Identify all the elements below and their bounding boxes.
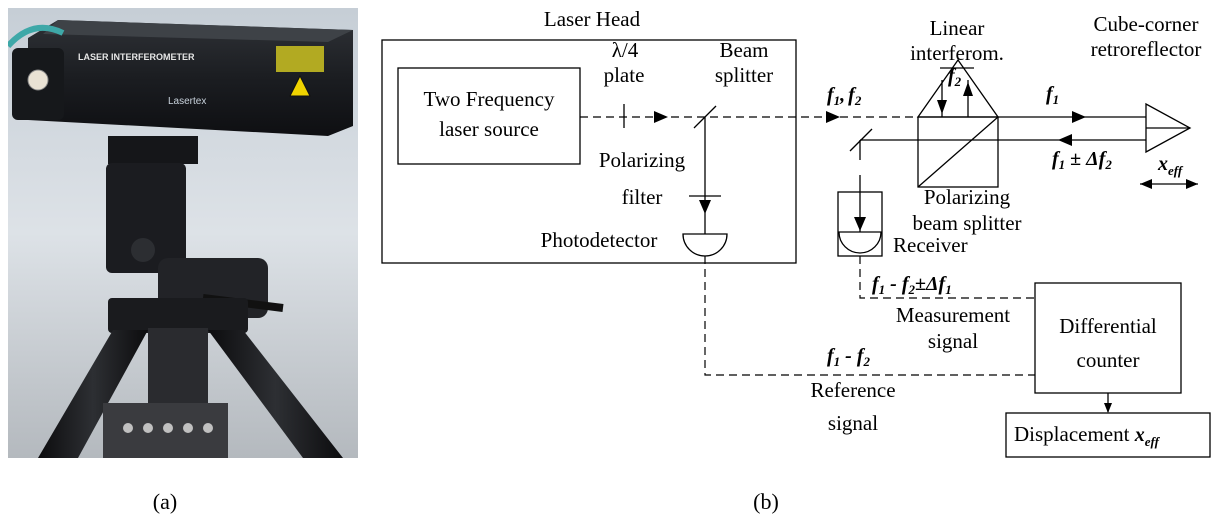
laser-warning-icon — [289, 74, 311, 97]
photodetector-label: Photodetector — [541, 228, 658, 252]
device-brand-text: LASER INTERFEROMETER — [78, 52, 195, 62]
measurement-signal-line — [859, 256, 1035, 299]
warning-sticker-icon — [27, 69, 49, 91]
retroreflector-label: Cube-corner — [1094, 12, 1199, 36]
pbs-label: Polarizing — [924, 185, 1011, 209]
reference-signal-line — [704, 256, 1035, 376]
f1-return-label: f1 ± Δf2 — [1052, 148, 1112, 172]
polarizing-filter-label: filter — [622, 185, 663, 209]
displacement-box — [1005, 412, 1211, 458]
qwp-label: plate — [604, 63, 645, 87]
pan-head — [106, 163, 186, 273]
f1-out-label: f1 — [1046, 83, 1059, 107]
caption-a: (a) — [153, 489, 177, 514]
differential-counter-label: Differential — [1059, 314, 1157, 338]
qwp-label: λ/4 — [612, 38, 639, 62]
reference-freq-label: f1 - f2 — [827, 345, 871, 369]
device-logo-text: Lasertex — [168, 96, 206, 107]
interferometer-schematic: Laser Head Two Frequency laser source λ/… — [381, 7, 1211, 458]
x-eff-label: xeff — [1157, 153, 1184, 178]
receiver-label: Receiver — [893, 233, 968, 257]
measurement-signal-label: Measurement — [896, 303, 1010, 327]
linear-interferometer-label: Linear — [930, 16, 985, 40]
reference-signal-label: signal — [828, 411, 878, 435]
beam-arrow — [699, 200, 711, 214]
differential-counter-box — [1034, 282, 1182, 394]
f2-prism-label: f2 — [948, 65, 962, 89]
beam-arrow — [1058, 134, 1072, 146]
pbs-label: beam splitter — [912, 211, 1021, 235]
measurement-signal-label: signal — [928, 329, 978, 353]
beam-arrow — [654, 111, 668, 123]
beam-frequencies-label: f1,f2 — [827, 84, 862, 108]
laser-head-box — [381, 39, 797, 264]
displacement-label: Displacement xeff — [1014, 422, 1161, 449]
differential-counter-label: counter — [1077, 348, 1140, 372]
warning-label — [276, 46, 324, 72]
beam-arrow — [826, 111, 840, 123]
tripod-leg — [38, 330, 148, 458]
folding-mirror — [849, 128, 873, 152]
reference-signal-label: Reference — [810, 378, 895, 402]
beam-splitter-label: Beam — [720, 38, 769, 62]
laser-head-label: Laser Head — [544, 7, 641, 31]
tripod-leg — [208, 330, 343, 458]
laser-source-label: laser source — [439, 117, 539, 141]
photodetector — [682, 233, 728, 257]
laser-source-box — [397, 67, 581, 165]
laser-source-label: Two Frequency — [424, 87, 555, 111]
polarizing-filter-label: Polarizing — [599, 148, 686, 172]
caption-b: (b) — [753, 489, 779, 514]
beam-arrow — [854, 217, 866, 231]
retroreflector-label: retroreflector — [1091, 37, 1202, 61]
laser-head-body — [28, 20, 353, 136]
beam-arrow — [1104, 403, 1112, 413]
cable — [8, 24, 65, 49]
beam-splitter-label: splitter — [715, 63, 773, 87]
measurement-freq-label: f1 - f2±Δf1 — [872, 273, 952, 297]
laser-interferometer-photo: LASER INTERFEROMETER Lasertex — [8, 8, 358, 458]
receiver-detector — [838, 231, 882, 254]
beam-arrow — [1072, 111, 1086, 123]
mount-plate — [108, 136, 198, 164]
linear-interferometer-label: interferom. — [910, 41, 1004, 65]
polarizing-cube — [917, 116, 999, 188]
